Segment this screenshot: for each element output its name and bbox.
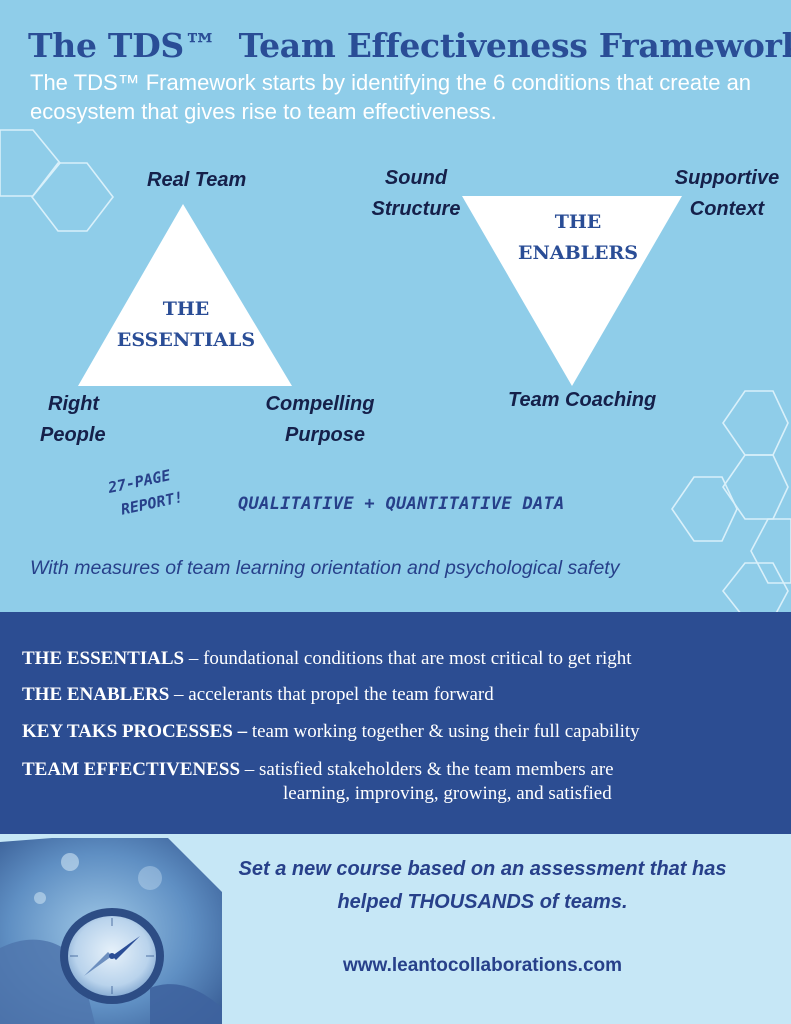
hexagon-outline-icon bbox=[750, 518, 791, 584]
page-subtitle: The TDS™ Framework starts by identifying… bbox=[30, 70, 752, 124]
hexagon-outline-icon bbox=[671, 476, 738, 542]
definitions-band: THE ESSENTIALS – foundational conditions… bbox=[0, 612, 791, 834]
label-team-coaching: Team Coaching bbox=[508, 389, 657, 411]
label-right-people: Right People bbox=[40, 393, 106, 446]
essentials-triangle-label: THE ESSENTIALS bbox=[116, 298, 256, 351]
label-compelling-purpose: Compelling Purpose bbox=[265, 393, 375, 446]
definition-enablers: THE ENABLERS – accelerants that propel t… bbox=[22, 684, 494, 705]
enablers-triangle bbox=[462, 196, 682, 386]
definition-key-processes: KEY TAKS PROCESSES – team working togeth… bbox=[22, 721, 640, 742]
compass-photo bbox=[0, 838, 222, 1024]
measures-note: With measures of team learning orientati… bbox=[30, 557, 620, 579]
hexagon-outline-icon bbox=[721, 562, 789, 620]
cta-text: Set a new course based on an assessment … bbox=[238, 858, 727, 913]
hexagon-outline-icon bbox=[30, 162, 115, 232]
definition-team-effectiveness-cont: learning, improving, growing, and satisf… bbox=[283, 783, 612, 804]
definition-essentials: THE ESSENTIALS – foundational conditions… bbox=[22, 648, 632, 669]
label-sound-structure: Sound Structure bbox=[371, 167, 461, 220]
data-callout: QUALITATIVE + QUANTITATIVE DATA bbox=[238, 494, 565, 514]
hexagon-outline-icon bbox=[722, 454, 789, 520]
definition-team-effectiveness: TEAM EFFECTIVENESS – satisfied stakehold… bbox=[22, 759, 614, 780]
enablers-triangle-label: THE ENABLERS bbox=[517, 211, 638, 264]
label-real-team: Real Team bbox=[147, 169, 247, 191]
website-link[interactable]: www.leantocollaborations.com bbox=[342, 955, 623, 976]
hexagon-outline-icon bbox=[0, 129, 62, 197]
hexagon-outline-icon bbox=[722, 390, 789, 456]
essentials-triangle bbox=[78, 204, 292, 386]
label-supportive-context: Supportive Context bbox=[674, 167, 780, 220]
